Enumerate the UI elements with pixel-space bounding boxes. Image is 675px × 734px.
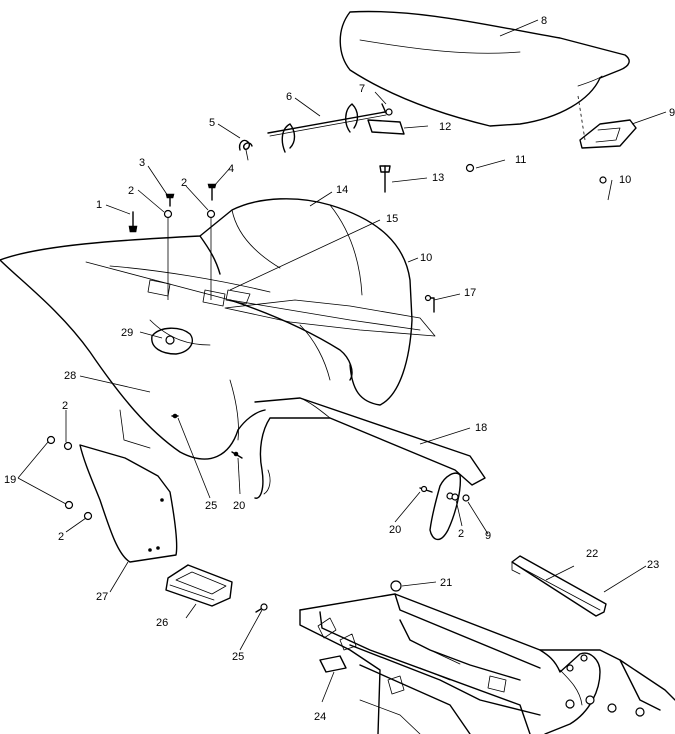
callout-3: 3 (139, 157, 145, 169)
callout-25-fender: 25 (205, 500, 217, 512)
frame (299, 593, 675, 734)
fender-mount (151, 327, 194, 355)
grommet (390, 580, 402, 592)
fasteners (46, 183, 470, 613)
callout-27: 27 (96, 591, 108, 603)
callout-8: 8 (541, 15, 547, 27)
callout-24: 24 (314, 711, 326, 723)
rear-fender (0, 198, 436, 460)
callout-4: 4 (228, 163, 234, 175)
callout-12: 12 (439, 121, 451, 133)
callout-2-left-lower: 2 (58, 531, 64, 543)
callout-2-top-right: 2 (181, 177, 187, 189)
callout-29: 29 (121, 327, 133, 339)
callout-5: 5 (209, 117, 215, 129)
footwell-panel (254, 397, 486, 499)
callout-21: 21 (440, 577, 452, 589)
latch-rod (267, 103, 393, 153)
callout-19-left: 19 (4, 474, 16, 486)
callout-1: 1 (96, 199, 102, 211)
callout-14: 14 (336, 184, 348, 196)
callout-9-top: 9 (669, 107, 675, 119)
callout-10-fender: 10 (420, 252, 432, 264)
callout-18: 18 (475, 422, 487, 434)
callout-6: 6 (286, 91, 292, 103)
seat-bracket (367, 119, 475, 193)
spacer-block (319, 655, 347, 673)
callout-11: 11 (515, 154, 526, 166)
callout-10-top: 10 (619, 174, 631, 186)
seat-rear-latch (577, 95, 637, 184)
footrest-bracket (165, 564, 233, 607)
callout-22: 22 (586, 548, 598, 560)
callout-7: 7 (359, 83, 365, 95)
callout-2-right: 2 (458, 528, 464, 540)
callout-26: 26 (156, 617, 168, 629)
reinforcement-bar (511, 555, 607, 617)
callout-9-right: 9 (485, 530, 491, 542)
callout-23: 23 (647, 559, 659, 571)
callout-2-left-upper: 2 (62, 400, 68, 412)
callout-13: 13 (432, 172, 444, 184)
callout-28: 28 (64, 370, 76, 382)
callout-25-bottom: 25 (232, 651, 244, 663)
callout-20-right: 20 (389, 524, 401, 536)
callout-labels: 8 7 6 5 12 9 3 11 4 13 10 2 2 14 1 15 10… (4, 15, 675, 723)
spring (238, 139, 253, 161)
left-mud-flap (79, 444, 178, 563)
callout-2-top-left: 2 (128, 185, 134, 197)
callout-15: 15 (386, 213, 398, 225)
leader-lines (17, 19, 667, 703)
right-mud-flap (429, 472, 462, 541)
callout-20-center: 20 (233, 500, 245, 512)
callout-17: 17 (464, 287, 476, 299)
